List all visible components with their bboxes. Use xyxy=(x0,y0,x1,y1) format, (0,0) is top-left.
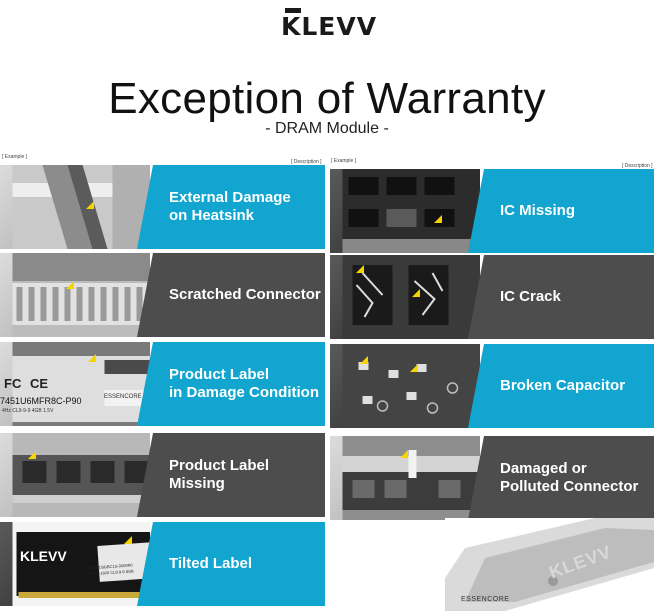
label-part-text: 7451U6MFR8C-P90 xyxy=(0,396,82,406)
left-example-tag: [ Example ] xyxy=(2,154,28,160)
capacitor-marker-2 xyxy=(410,364,418,372)
broken-capacitor-illustration xyxy=(342,344,480,428)
tilted-label-photo: KLEVV NR5BC8GBC1S-0000R0 DDR3-1600 CL9-9… xyxy=(0,522,150,606)
description-panel: IC Missing xyxy=(468,169,654,253)
description-panel: Product Label in Damage Condition xyxy=(137,342,325,426)
label-fc-text: FC xyxy=(4,376,22,391)
right-description-tag: [ Description ] xyxy=(622,163,653,169)
ic-crack-marker-2 xyxy=(412,289,420,297)
ic-missing-photo xyxy=(330,169,480,253)
scratch-marker xyxy=(66,281,74,289)
damaged-label-photo: FC CE 7451U6MFR8C-P90 4Hz CL9-9-9 4GB 1.… xyxy=(0,342,150,426)
description-panel: IC Crack xyxy=(468,255,654,339)
tilted-logo-text: KLEVV xyxy=(20,548,67,564)
ic-missing-marker xyxy=(434,215,442,223)
capacitor-marker-1 xyxy=(360,356,368,364)
description-panel: Tilted Label xyxy=(137,522,325,606)
page-subtitle: - DRAM Module - xyxy=(265,120,389,137)
label-damage-marker xyxy=(88,354,96,362)
label-ce-text: CE xyxy=(30,376,49,391)
ic-crack-marker-1 xyxy=(356,265,364,273)
connector-illustration xyxy=(12,253,150,337)
broken-capacitor-photo xyxy=(330,344,480,428)
item-external-damage-heatsink: External Damage on Heatsink xyxy=(0,165,325,249)
connector-damage-marker xyxy=(400,450,408,458)
klevv-logo: KLEVV xyxy=(281,8,378,41)
module-illustration xyxy=(445,518,654,611)
page-title: Exception of Warranty xyxy=(108,74,546,123)
item-scratched-connector: Scratched Connector xyxy=(0,253,325,337)
item-ic-crack: IC Crack xyxy=(330,255,654,339)
label-essencore-text: ESSENCORE xyxy=(104,394,142,400)
connector-photo xyxy=(0,253,150,337)
heatsink-photo xyxy=(0,165,150,249)
ic-missing-illustration xyxy=(342,169,480,253)
missing-label-illustration xyxy=(12,433,150,517)
ic-crack-illustration xyxy=(342,255,480,339)
essencore-logo: ESSENCORE xyxy=(461,596,510,603)
item-broken-capacitor: Broken Capacitor xyxy=(330,344,654,428)
tilted-label-marker xyxy=(124,536,132,544)
item-damaged-connector: Damaged or Polluted Connector xyxy=(330,436,654,520)
item-tilted-label: KLEVV NR5BC8GBC1S-0000R0 DDR3-1600 CL9-9… xyxy=(0,522,325,606)
description-panel: Scratched Connector xyxy=(137,253,325,337)
missing-label-marker xyxy=(28,451,36,459)
description-panel: Broken Capacitor xyxy=(468,344,654,428)
item-product-label-damage: FC CE 7451U6MFR8C-P90 4Hz CL9-9-9 4GB 1.… xyxy=(0,342,325,426)
logo-bar xyxy=(285,8,301,13)
description-panel: External Damage on Heatsink xyxy=(137,165,325,249)
damaged-label-illustration xyxy=(12,342,150,426)
left-description-tag: [ Description ] xyxy=(291,159,322,165)
missing-label-photo xyxy=(0,433,150,517)
description-panel: Product Label Missing xyxy=(137,433,325,517)
item-ic-missing: IC Missing xyxy=(330,169,654,253)
description-panel: Damaged or Polluted Connector xyxy=(468,436,654,520)
damaged-connector-photo xyxy=(330,436,480,520)
item-product-label-missing: Product Label Missing xyxy=(0,433,325,517)
damage-marker xyxy=(86,201,94,209)
ic-crack-photo xyxy=(330,255,480,339)
heatsink-illustration xyxy=(12,165,150,249)
right-example-tag: [ Example ] xyxy=(331,158,357,164)
label-spec-text: 4Hz CL9-9-9 4GB 1.5V xyxy=(2,408,54,414)
module-decoration xyxy=(445,518,654,611)
logo-text: KLEVV xyxy=(281,12,378,41)
damaged-connector-illustration xyxy=(342,436,480,520)
